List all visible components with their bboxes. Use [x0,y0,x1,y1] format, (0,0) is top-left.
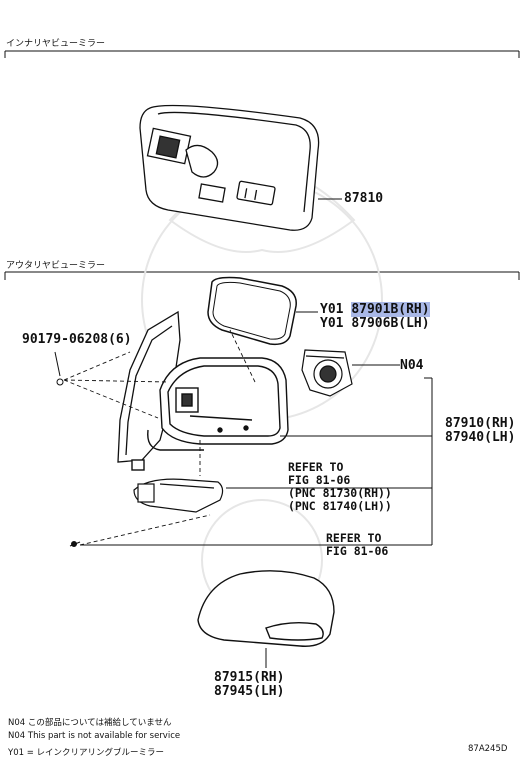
part-label-87906b[interactable]: 87906B(LH) [351,316,430,331]
mirror-cover-drawing [197,570,335,647]
mirror-housing-drawing [131,357,289,471]
figure-code: 87A245D [468,744,508,754]
ref1-line3: (PNC 81730(RH)) [288,486,392,500]
ref1-line1: REFER TO [288,460,344,474]
actuator-drawing [301,349,353,397]
assembly-dashed-lines [63,329,256,546]
part-label-87915[interactable]: 87915(RH) [214,670,285,685]
leader-bracket-87910 [80,377,433,546]
section-title-inner: インナリヤビューミラー [6,39,106,49]
section-bracket-inner [4,50,520,58]
part-label-87901b[interactable]: 87901B(RH) [351,302,430,317]
inner-mirror-drawing [139,104,320,231]
part-label-n04[interactable]: N04 [400,358,424,373]
part-label-87940[interactable]: 87940(LH) [445,430,516,445]
glass-rh-row: Y01 87901B(RH) [320,302,430,317]
door-plate-drawing [117,310,181,463]
part-label-87945[interactable]: 87945(LH) [214,684,285,699]
section-bracket-outer [4,271,520,280]
footnote-n04-jp: N04 この部品については補給していません [8,718,172,728]
ref1-line2: FIG 81-06 [288,473,351,487]
glass-lh-row: Y01 87906B(LH) [320,316,430,331]
section-title-outer: アウタリヤビューミラー [6,261,106,271]
ref2-line2: FIG 81-06 [326,544,389,558]
leader-90179 [54,351,61,377]
footnote-n04-en: N04 This part is not available for servi… [8,731,181,741]
glass-rh-prefix: Y01 [320,302,344,317]
turn-signal-drawing [133,478,224,513]
ref2-line1: REFER TO [326,531,382,545]
clip-screw-drawing [56,378,64,386]
glass-lh-prefix: Y01 [320,316,344,331]
part-label-87910[interactable]: 87910(RH) [445,416,516,431]
part-label-87810[interactable]: 87810 [344,191,384,206]
ref1-line4: (PNC 81740(LH)) [288,499,392,513]
part-label-90179[interactable]: 90179-06208(6) [22,332,132,347]
refer-to-block-2[interactable]: REFER TO FIG 81-06 [326,532,388,558]
mirror-glass-drawing [207,276,297,346]
screw-bottom-drawing [69,541,81,547]
refer-to-block-1[interactable]: REFER TO FIG 81-06 (PNC 81730(RH)) (PNC … [288,461,392,513]
footnote-y01-jp: Y01 = レインクリアリングブルーミラー [8,748,165,758]
